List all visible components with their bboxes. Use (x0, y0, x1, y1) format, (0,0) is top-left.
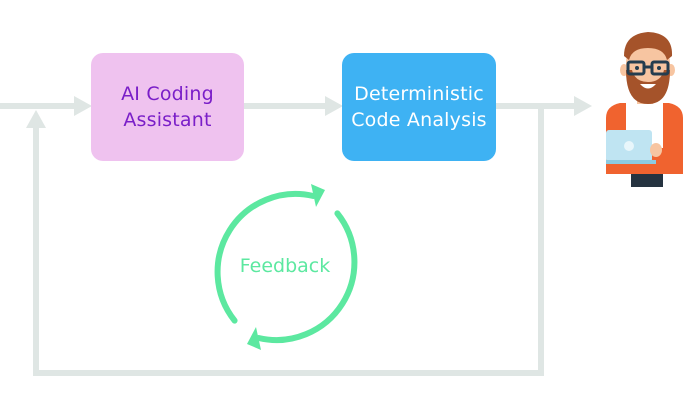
arrowhead-loop-return (26, 110, 46, 128)
ai-coding-assistant-box-bg (91, 53, 244, 161)
code-analysis-box: Deterministic Code Analysis (342, 53, 496, 161)
ai-box-label-line-1: AI Coding (121, 83, 214, 105)
analysis-box-label-line-1: Deterministic (354, 83, 484, 105)
feedback-label: Feedback (239, 255, 331, 277)
connectors (0, 103, 580, 376)
arrowhead-into-ai-box (74, 96, 92, 116)
feedback-cycle-icon (214, 184, 358, 350)
developer-with-laptop-icon (606, 32, 683, 187)
ai-coding-assistant-box: AI Coding Assistant (91, 53, 244, 161)
connector-feedback-loop (33, 106, 544, 376)
analysis-box-label-line-2: Code Analysis (351, 109, 487, 131)
arrowhead-into-analysis-box (325, 96, 343, 116)
code-analysis-box-bg (342, 53, 496, 161)
arrowhead-into-developer (574, 96, 592, 116)
arrowheads (26, 96, 592, 128)
ai-box-label-line-2: Assistant (123, 109, 212, 131)
